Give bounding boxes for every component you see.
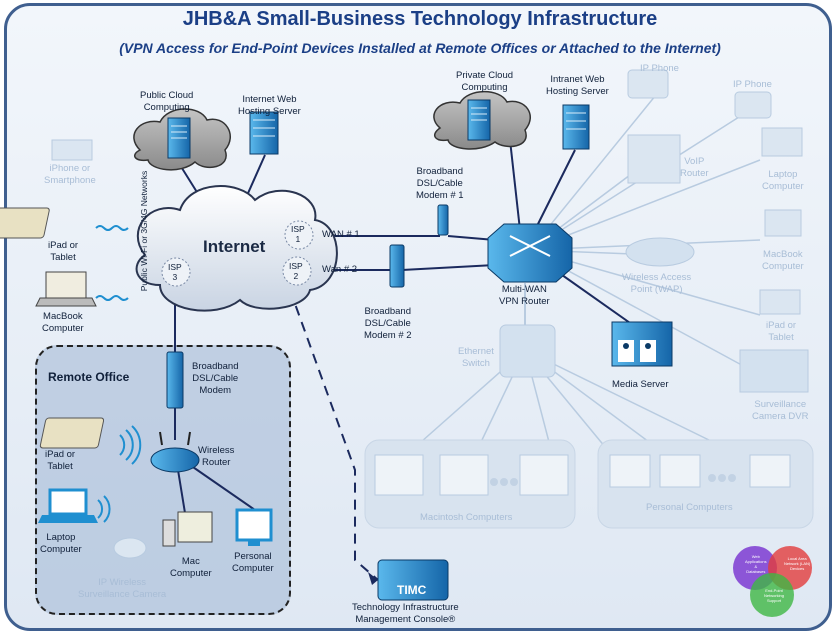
pc-group-label: Personal Computers: [646, 502, 733, 513]
diagram-title: JHB&A Small-Business Technology Infrastr…: [182, 8, 658, 30]
media-server-label: Media Server: [612, 379, 669, 390]
wireless-note: Public Wi-Fi or 3G/4G Networks: [139, 170, 149, 292]
mac-group-label: Macintosh Computers: [420, 512, 513, 523]
remote-office-zone: [35, 345, 291, 615]
diagram-subtitle: (VPN Access for End-Point Devices Instal…: [119, 40, 721, 56]
server-icon: [167, 99, 590, 159]
timc-badge: TIMC: [397, 583, 427, 597]
ip-phone-2-label: IP Phone: [733, 79, 772, 90]
wan2-label: Wan # 2: [322, 264, 358, 275]
ip-phone-1-label: IP Phone: [640, 63, 679, 74]
wan1-label: WAN # 1: [322, 229, 360, 240]
internet-label: Internet: [203, 237, 266, 256]
remote-office-title: Remote Office: [48, 370, 130, 384]
